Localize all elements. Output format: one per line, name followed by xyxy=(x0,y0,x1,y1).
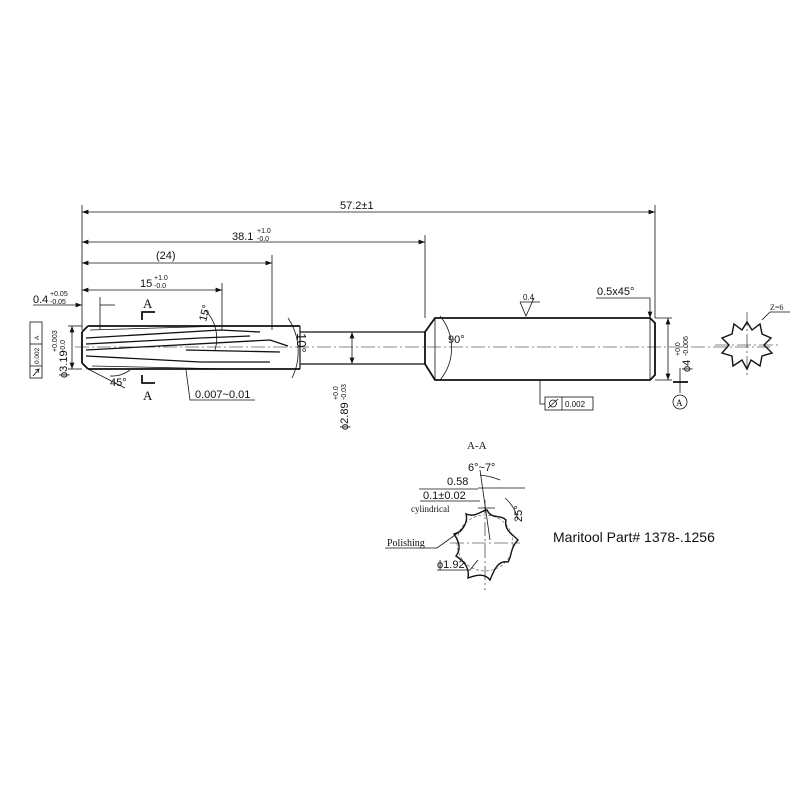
dim-neck-diameter: ϕ2.89 xyxy=(339,402,351,430)
dim-shank-start: 38.1 xyxy=(232,231,253,243)
cylindricity-value: 0.002 xyxy=(565,400,586,409)
end-view: Z=6 xyxy=(715,303,790,378)
dim-chamfer-tol-lower: -0.05 xyxy=(50,299,66,306)
neck-angle: 10° xyxy=(294,333,309,353)
finish-note: Polishing xyxy=(387,538,425,549)
dim-neck-diameter-tol-upper: +0.0 xyxy=(333,386,340,400)
dim-shank-diameter: ϕ4 xyxy=(681,360,693,372)
datum-a-symbol: A xyxy=(672,368,688,410)
dim-flute-ref: (24) xyxy=(156,250,176,262)
shank-chamfer-angle: 90° xyxy=(448,334,465,346)
clearance-angle: 6°~7° xyxy=(468,462,495,474)
dim-flute-length-tol-lower: -0.0 xyxy=(154,283,166,290)
flute-section xyxy=(81,325,300,370)
dim-cutting-diameter-tol-lower: -0.0 xyxy=(60,340,67,352)
lead-angle: 45° xyxy=(110,377,127,389)
section-title: A-A xyxy=(467,440,487,452)
dim-shank-diameter-tol-upper: +0.0 xyxy=(675,342,682,356)
dim-chamfer-length: 0.4 xyxy=(33,294,48,306)
core-diameter: ϕ1.92 xyxy=(437,559,465,571)
dim-shank-start-tol-upper: +1.0 xyxy=(257,228,271,235)
dim-cutting-diameter-tol-upper: +0.003 xyxy=(52,330,59,352)
runout-datum: A xyxy=(34,335,41,340)
neck-section xyxy=(299,326,425,369)
section-mark-bottom: A xyxy=(143,388,153,403)
runout-value: 0.002 xyxy=(34,347,41,364)
runout-icon xyxy=(32,368,40,377)
section-a-a: A-A 6°~7° 0.58 0.1±0.02 cylindrical 25° … xyxy=(385,440,525,590)
dim-cutting-diameter: ϕ3.19 xyxy=(58,350,70,378)
part-label: Maritool Part# 1378-.1256 xyxy=(553,529,715,545)
back-taper: 0.007~0.01 xyxy=(195,389,250,401)
runout-frame: 0.002 A xyxy=(29,321,43,379)
datum-label: A xyxy=(676,398,683,408)
roughness-value: 0.4 xyxy=(523,293,535,302)
extension-lines xyxy=(81,205,656,330)
cylindricity-icon xyxy=(549,399,557,408)
dim-shank-diameter-tol-lower: -0.006 xyxy=(683,336,690,356)
dim-overall-length: 57.2±1 xyxy=(340,200,374,212)
roughness-icon xyxy=(519,297,540,317)
dim-flute-length: 15 xyxy=(140,278,152,290)
cylindricity-frame: 0.002 xyxy=(539,380,594,411)
dim-end-chamfer: 0.5x45° xyxy=(597,286,634,298)
dim-shank-start-tol-lower: -0.0 xyxy=(257,236,269,243)
dimension-lines xyxy=(33,209,672,381)
shank-section xyxy=(424,317,656,381)
helix-angle: 15° xyxy=(197,304,213,323)
rake-angle: 25° xyxy=(513,505,525,522)
flute-count: Z=6 xyxy=(770,303,783,312)
margin-width: 0.1±0.02 xyxy=(423,490,466,502)
dim-chamfer-tol-upper: +0.05 xyxy=(50,291,68,298)
dim-neck-diameter-tol-lower: -0.03 xyxy=(341,384,348,400)
section-mark-top: A xyxy=(143,296,153,311)
land-width: 0.58 xyxy=(447,476,468,488)
section-marks: A A xyxy=(141,296,155,403)
dim-flute-length-tol-upper: +1.0 xyxy=(154,275,168,282)
margin-note: cylindrical xyxy=(411,504,450,514)
